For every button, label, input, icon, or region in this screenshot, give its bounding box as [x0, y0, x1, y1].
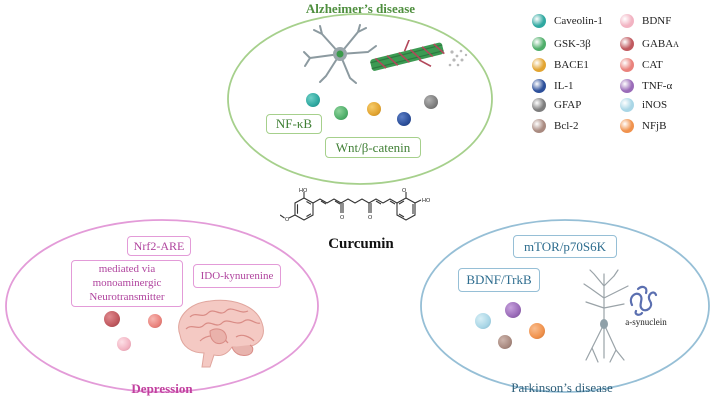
legend-label: BDNF: [642, 15, 672, 27]
legend-swatch: [532, 58, 546, 72]
parkinsons-ellipse: [420, 219, 710, 393]
struct-o-right: O: [402, 188, 407, 194]
legend-swatch: [620, 58, 634, 72]
il-1-dot: [397, 112, 411, 126]
struct-o-keto2: O: [368, 215, 373, 221]
legend-label: BACE1: [554, 59, 589, 71]
legend-swatch: [532, 98, 546, 112]
legend-swatch: [532, 37, 546, 51]
legend-item: TNF-α: [620, 78, 672, 94]
curcumin-structure: HO O O O O HO: [280, 188, 431, 223]
struct-ho-left: HO: [299, 188, 308, 194]
ido-kynurenine-box: IDO-kynurenine: [193, 264, 281, 288]
alpha-synuclein-icon: [629, 285, 658, 316]
legend-swatch: [532, 119, 546, 133]
tau-fibril-icon: [370, 40, 468, 71]
tnf-a-dot: [505, 302, 521, 318]
legend-label: GSK-3β: [554, 38, 591, 50]
legend-label: GABA: [642, 38, 674, 50]
legend-swatch: [620, 98, 634, 112]
legend-label: GFAP: [554, 99, 582, 111]
gsk-3b-dot: [334, 106, 348, 120]
monoaminergic-line-2: monoaminergic: [92, 277, 162, 289]
legend-item: Caveolin-1: [532, 13, 603, 29]
nrf2-are-box: Nrf2-ARE: [127, 236, 191, 256]
legend-swatch: [532, 14, 546, 28]
legend-label: NFjB: [642, 120, 667, 132]
alpha-synuclein-label: a-synuclein: [625, 317, 667, 327]
legend-item: iNOS: [620, 97, 667, 113]
legend-label: Bcl-2: [554, 120, 579, 132]
mtor-p70s6k-box: mTOR/p70S6K: [513, 235, 617, 258]
inos-dot: [475, 313, 491, 329]
parkinsons-title: Parkinson’s disease: [511, 380, 613, 395]
dopaminergic-neuron-icon: [583, 269, 629, 363]
legend-label: iNOS: [642, 99, 668, 111]
legend-item: IL-1: [532, 78, 574, 94]
legend-item: NFjB: [620, 118, 666, 134]
monoaminergic-line-1: mediated via: [98, 263, 156, 275]
legend-label: TNF-α: [642, 80, 673, 92]
legend-item: Bcl-2: [532, 118, 578, 134]
legend-label: IL-1: [554, 80, 574, 92]
legend-label: Caveolin-1: [554, 15, 603, 27]
bdnf-trkb-box: BDNF/TrkB: [458, 268, 540, 292]
neuron-icon: [303, 24, 377, 84]
nf-kb-box: NF-κB: [266, 114, 322, 134]
bcl-2-dot: [498, 335, 512, 349]
brain-icon: [178, 299, 264, 368]
depression-ellipse: [5, 219, 319, 393]
caveolin-1-dot: [306, 93, 320, 107]
bdnf-dot: [117, 337, 131, 351]
legend-swatch: [620, 119, 634, 133]
legend-swatch: [620, 79, 634, 93]
legend-item: BACE1: [532, 57, 589, 73]
gfap-dot: [424, 95, 438, 109]
legend-label-subscript: A: [673, 39, 679, 49]
nfjb-dot: [529, 323, 545, 339]
cat-dot: [148, 314, 162, 328]
bace1-dot: [367, 102, 381, 116]
struct-o-left: O: [285, 217, 290, 223]
legend-swatch: [620, 14, 634, 28]
monoaminergic-line-3: Neurotransmitter: [89, 291, 165, 303]
struct-o-keto1: O: [340, 215, 345, 221]
legend-item: GFAP: [532, 97, 581, 113]
legend-label: CAT: [642, 59, 663, 71]
wnt-beta-catenin-box: Wnt/β-catenin: [325, 137, 421, 158]
curcumin-label: Curcumin: [328, 236, 394, 252]
alzheimers-title: Alzheimer’s disease: [305, 1, 416, 16]
legend-swatch: [620, 37, 634, 51]
alzheimers-ellipse: [227, 13, 493, 185]
legend-item: GSK-3β: [532, 36, 591, 52]
monoaminergic-box: mediated via monoaminergic Neurotransmit…: [71, 260, 183, 307]
legend-item: BDNF: [620, 13, 671, 29]
gaba-dot: [104, 311, 120, 327]
struct-oh-right: HO: [422, 198, 431, 204]
depression-title: Depression: [131, 381, 193, 396]
legend-swatch: [532, 79, 546, 93]
legend-item: CAT: [620, 57, 663, 73]
